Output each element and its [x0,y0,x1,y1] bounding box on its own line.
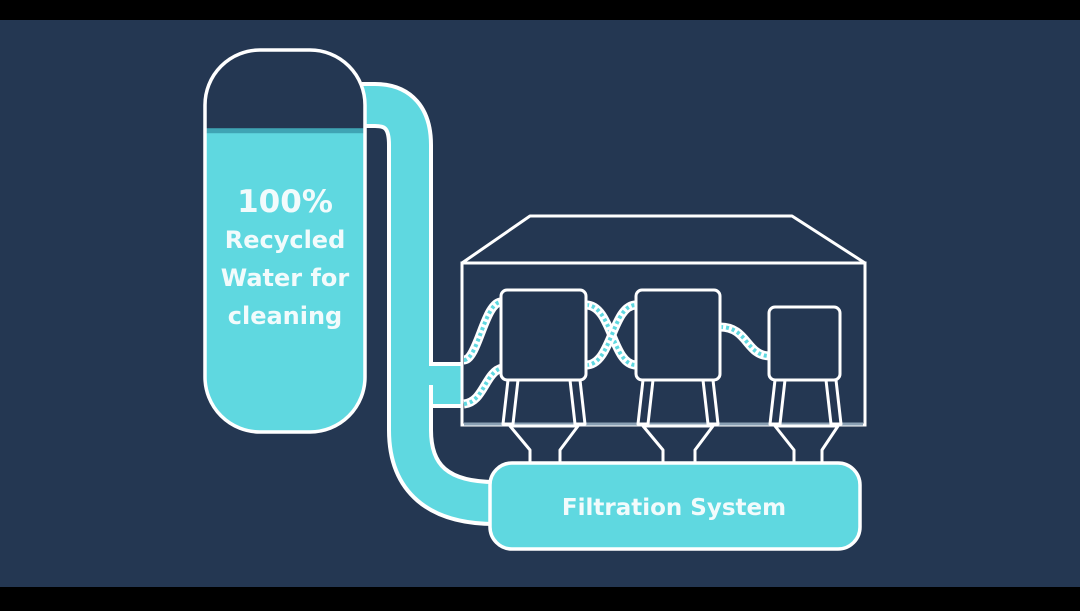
filtration-tank [488,461,862,551]
unit-1-leg-right [568,379,587,426]
tank-water [205,130,365,432]
unit-1-leg-left [501,379,520,426]
washing-unit-1 [499,288,588,426]
hose-link-2-fill [719,325,771,358]
pipe-top-water [356,86,462,404]
pipe-bottom-water [391,385,496,522]
tank-water-surface [205,128,365,134]
unit-2-body [634,288,722,382]
unit-1-body [499,288,588,382]
washing-unit-2 [634,288,722,426]
water-tank [203,48,367,434]
tank-label-line-3: Water for [220,264,350,292]
unit-3-leg-left [768,379,787,426]
unit-2-leg-left [636,379,655,426]
pipes [352,82,496,526]
washing-units [499,288,843,426]
tank-outline [203,48,367,434]
bottom-letterbox [0,587,1080,607]
hose-lower-fill [463,366,503,406]
housing-roof [460,214,867,265]
hose-link-1a-fill [585,303,637,367]
tank-label-line-4: cleaning [227,302,343,330]
tank-label: 100% Recycled Water for cleaning [205,183,365,335]
unit-3-leg-right [824,379,843,426]
washing-unit-3 [767,305,843,426]
unit-2-leg-right [701,379,720,426]
hose-link-1b-fill [585,303,637,367]
top-letterbox [0,0,1080,20]
tank-label-line-1: 100% [237,184,333,220]
unit-3-body [767,305,842,382]
hoses [462,297,771,409]
filtration-system-label: Filtration System [561,495,787,521]
tank-label-line-2: Recycled [224,226,346,254]
filtration-system [488,461,862,551]
hose-upper-fill [463,300,503,362]
